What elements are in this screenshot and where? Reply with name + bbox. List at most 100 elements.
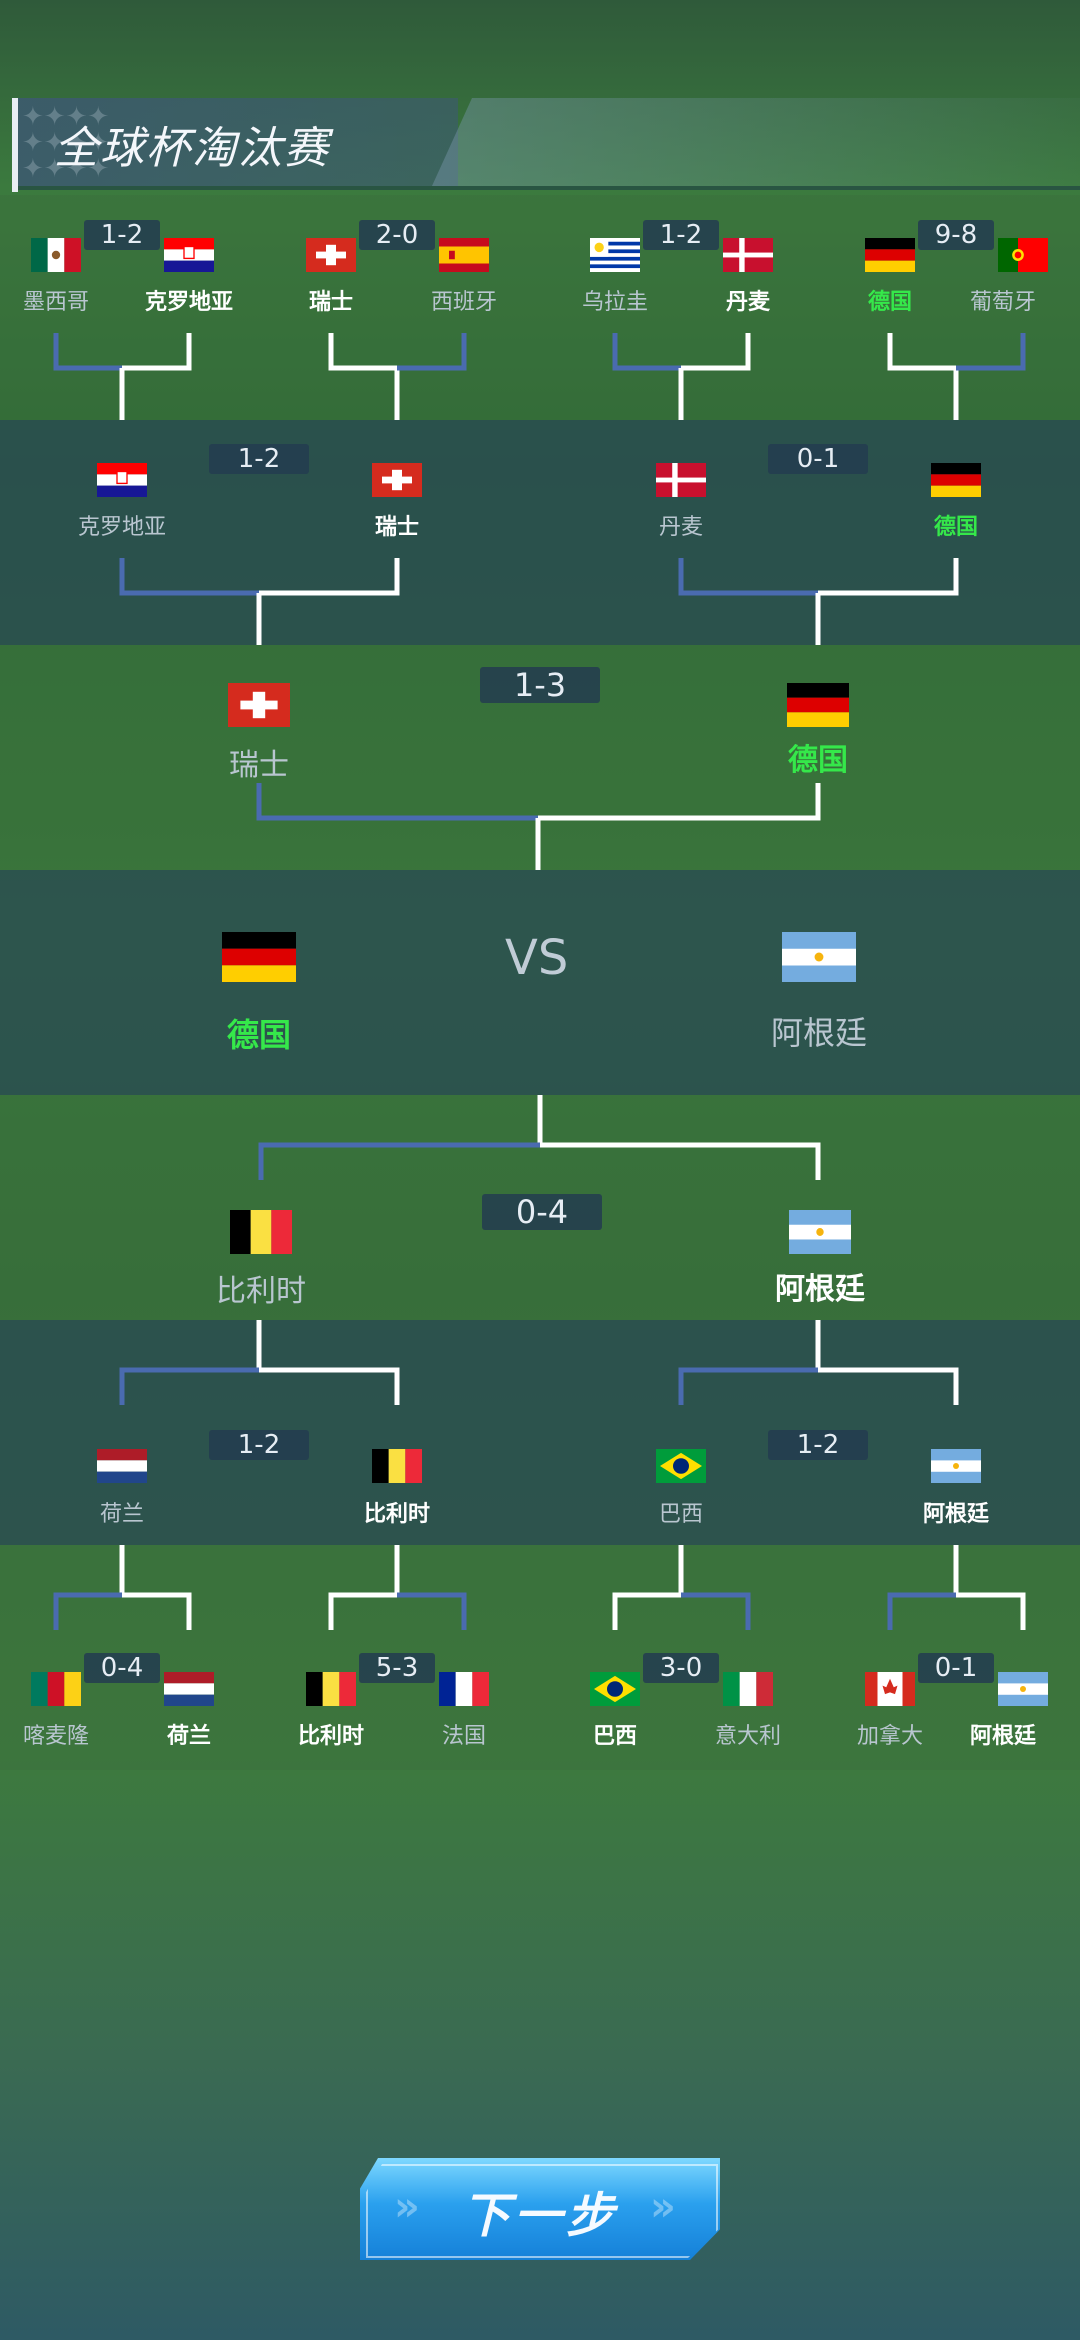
team-name: 阿根廷: [770, 1014, 867, 1052]
team-name: 瑞士: [229, 748, 289, 783]
match-score: 1-2: [209, 1430, 309, 1460]
connector-line: [119, 1367, 259, 1405]
belgium-flag-icon: [372, 1449, 422, 1483]
connector-line: [397, 1592, 467, 1630]
netherlands-flag-icon: [164, 1672, 214, 1706]
team-name: 丹麦: [725, 290, 770, 315]
team-name: 瑞士: [308, 290, 353, 315]
header-accent-bar: [12, 98, 18, 192]
connector-line: [53, 1592, 122, 1630]
connector-line: [815, 1320, 959, 1405]
connector-line: [328, 1545, 400, 1630]
croatia-flag-icon: [97, 463, 147, 497]
belgium-flag-icon: [306, 1672, 356, 1706]
team-name: 德国: [226, 1016, 291, 1054]
connector-line: [678, 1367, 818, 1405]
belgium-flag-icon: [230, 1210, 292, 1254]
connector-line: [678, 558, 818, 596]
connector-line: [887, 333, 959, 420]
argentina-flag-icon: [789, 1210, 851, 1254]
team-name: 阿根廷: [969, 1724, 1036, 1749]
connector-line: [678, 333, 751, 420]
match-score: 2-0: [359, 220, 435, 250]
connector-line: [258, 1142, 540, 1180]
canada-flag-icon: [865, 1672, 915, 1706]
team-name: 法国: [441, 1724, 486, 1749]
connector-line: [537, 1095, 821, 1180]
brazil-flag-icon: [656, 1449, 706, 1483]
button-background: [360, 2158, 720, 2260]
team-name: 瑞士: [374, 515, 419, 540]
connector-line: [119, 333, 192, 420]
connector-line: [887, 1592, 956, 1630]
team-name: 比利时: [297, 1724, 364, 1749]
team-name: 阿根廷: [922, 1502, 989, 1527]
connector-line: [681, 1592, 751, 1630]
team-name: 西班牙: [430, 290, 497, 315]
denmark-flag-icon: [656, 463, 706, 497]
match-score: 0-4: [84, 1653, 160, 1683]
brazil-flag-icon: [590, 1672, 640, 1706]
team-name: 德国: [788, 743, 848, 778]
team-name: 葡萄牙: [969, 290, 1036, 315]
connector-line: [119, 1545, 192, 1630]
team-name: 乌拉圭: [581, 290, 648, 315]
argentina-flag-icon: [931, 1449, 981, 1483]
final-band: [0, 870, 1080, 1095]
team-name: 比利时: [216, 1274, 306, 1309]
portugal-flag-icon: [998, 238, 1048, 272]
next-step-button[interactable]: » » 下一步: [360, 2158, 720, 2260]
netherlands-flag-icon: [97, 1449, 147, 1483]
connector-line: [256, 558, 400, 645]
match-score: 1-2: [209, 444, 309, 474]
team-name: 比利时: [363, 1502, 430, 1527]
germany-flag-icon: [222, 932, 296, 982]
team-name: 德国: [867, 290, 912, 315]
match-score: 1-2: [643, 220, 719, 250]
header-background-fade: [432, 98, 1080, 186]
team-name: 巴西: [592, 1724, 637, 1749]
page-header: ✦✦✦✦✦✦✦✦✦✦✦✦ 全球杯淘汰赛: [12, 98, 1080, 192]
quarter-top-band: [0, 420, 1080, 645]
connector-line: [815, 558, 959, 645]
connector-line: [953, 1545, 1026, 1630]
switzerland-flag-icon: [228, 683, 290, 727]
connector-line: [328, 333, 400, 420]
connector-line: [397, 333, 467, 371]
match-score: 3-0: [643, 1653, 719, 1683]
team-name: 阿根廷: [775, 1272, 865, 1307]
match-score: 0-1: [918, 1653, 994, 1683]
germany-flag-icon: [865, 238, 915, 272]
connector-line: [53, 333, 122, 371]
switzerland-flag-icon: [306, 238, 356, 272]
match-score: 0-4: [482, 1194, 602, 1230]
connector-line: [256, 1320, 400, 1405]
mexico-flag-icon: [31, 238, 81, 272]
match-score: 5-3: [359, 1653, 435, 1683]
header-background: [18, 98, 458, 186]
connector-line: [612, 1545, 684, 1630]
match-score: 9-8: [918, 220, 994, 250]
match-score: 1-2: [84, 220, 160, 250]
team-name: 荷兰: [99, 1502, 144, 1527]
connector-line: [612, 333, 681, 371]
cameroon-flag-icon: [31, 1672, 81, 1706]
germany-flag-icon: [931, 463, 981, 497]
next-step-label: 下一步: [461, 2188, 618, 2244]
croatia-flag-icon: [164, 238, 214, 272]
match-score: 1-3: [480, 667, 600, 703]
match-score: 1-2: [768, 1430, 868, 1460]
team-name: 意大利: [714, 1724, 781, 1749]
team-name: 克罗地亚: [144, 290, 233, 315]
chevron-right-icon: »: [650, 2184, 676, 2230]
team-name: 巴西: [658, 1502, 703, 1527]
match-score: 0-1: [768, 444, 868, 474]
vs-label: VS: [505, 930, 569, 986]
team-name: 德国: [933, 515, 978, 540]
argentina-flag-icon: [782, 932, 856, 982]
team-name: 墨西哥: [22, 290, 89, 315]
team-name: 丹麦: [658, 515, 703, 540]
round16-top-band: [0, 195, 1080, 420]
team-name: 加拿大: [856, 1724, 923, 1749]
